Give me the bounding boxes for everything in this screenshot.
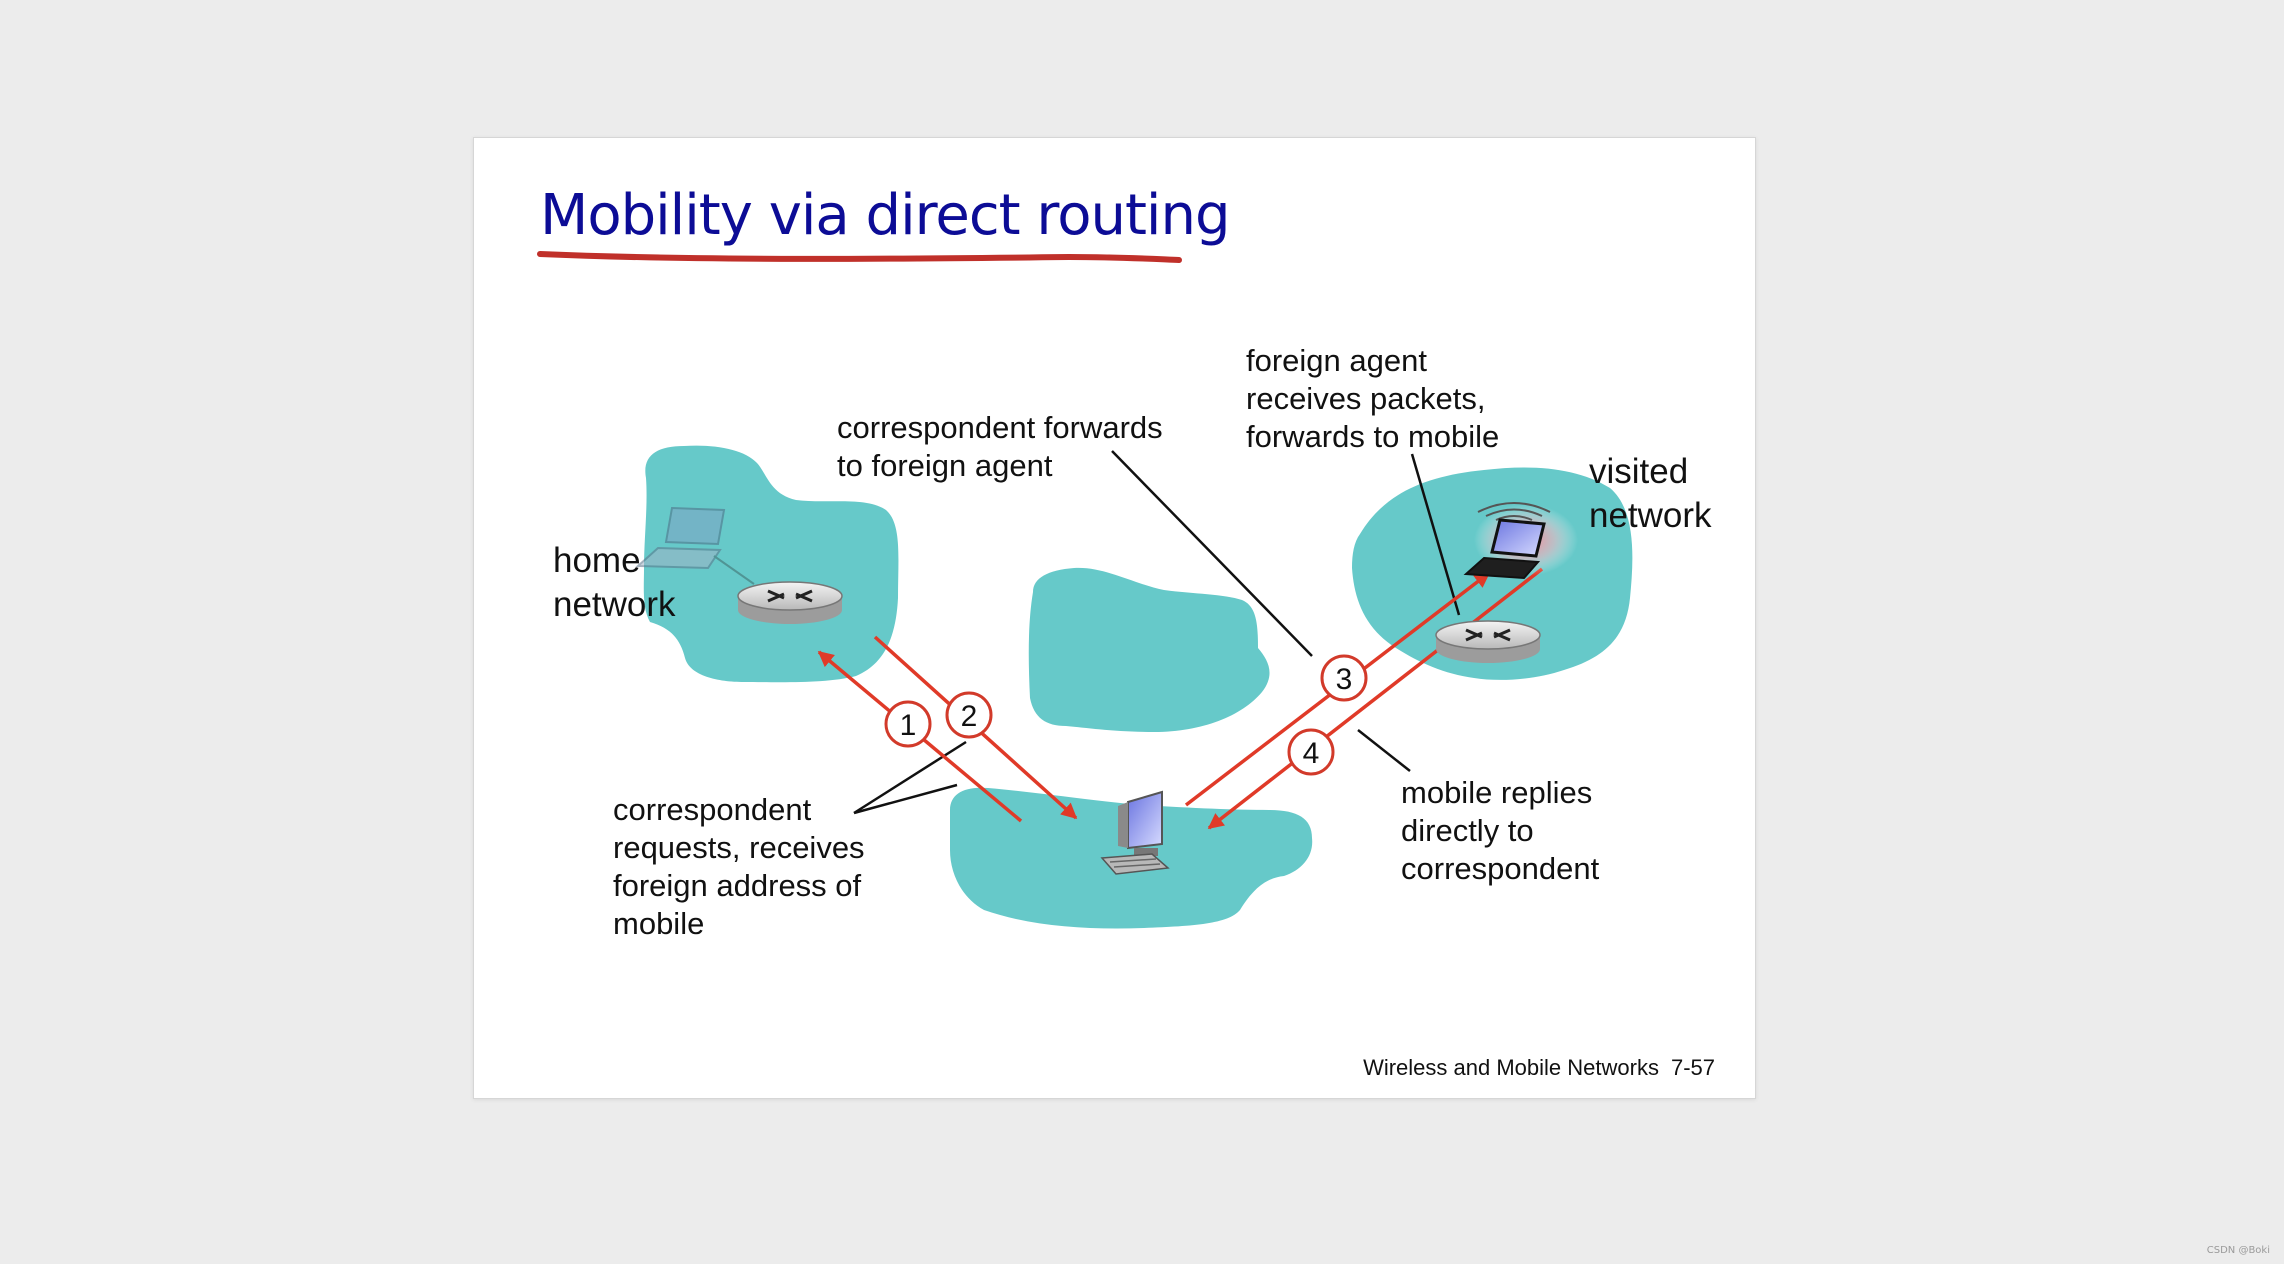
arrow-step-4 (1207, 567, 1544, 830)
step-number-4: 4 (1303, 737, 1320, 770)
slide-title: Mobility via direct routing (540, 183, 1231, 248)
home-network-cloud (643, 445, 899, 683)
middle-network-cloud (1028, 567, 1270, 732)
slide: 1 2 3 4 Mobility via direct routing home… (473, 137, 1756, 1099)
title-underline (537, 251, 1182, 263)
correspondent-forwards-label: correspondent forwards to foreign agent (837, 410, 1163, 483)
watermark: CSDN @Boki (2206, 1245, 2270, 1256)
diagram: 1 2 3 4 (537, 251, 1633, 929)
router-icon (737, 581, 843, 624)
page-number: 7-57 (1670, 1055, 1715, 1080)
step-circle-4: 4 (1287, 728, 1335, 776)
desktop-computer-icon (1100, 790, 1170, 875)
callout-line-correspondent-forwards (1111, 450, 1313, 657)
callout-line-mobile-replies (1357, 729, 1411, 772)
correspondent-requests-label: correspondent requests, receives foreign… (613, 792, 865, 941)
router-icon (1435, 620, 1541, 663)
mobile-replies-label: mobile replies directly to correspondent (1401, 775, 1600, 886)
step-number-2: 2 (961, 700, 978, 733)
laptop-icon (1463, 518, 1546, 580)
slide-footer: Wireless and Mobile Networks 7-57 (1351, 1055, 1715, 1081)
callout-line-requests-a (853, 740, 967, 815)
visited-network-label: visited network (1589, 452, 1712, 535)
step-circle-1: 1 (884, 700, 932, 748)
foreign-agent-label: foreign agent receives packets, forwards… (1246, 343, 1500, 454)
step-circle-3: 3 (1320, 654, 1368, 702)
step-circle-2: 2 (945, 691, 993, 739)
home-network-label: home network (553, 541, 676, 624)
step-number-1: 1 (900, 709, 917, 742)
callout-line-foreign-agent (1410, 453, 1461, 616)
callout-line-requests-b (853, 783, 958, 815)
footer-text: Wireless and Mobile Networks (1363, 1055, 1659, 1080)
laptop-icon (635, 506, 755, 585)
step-number-3: 3 (1336, 663, 1353, 696)
